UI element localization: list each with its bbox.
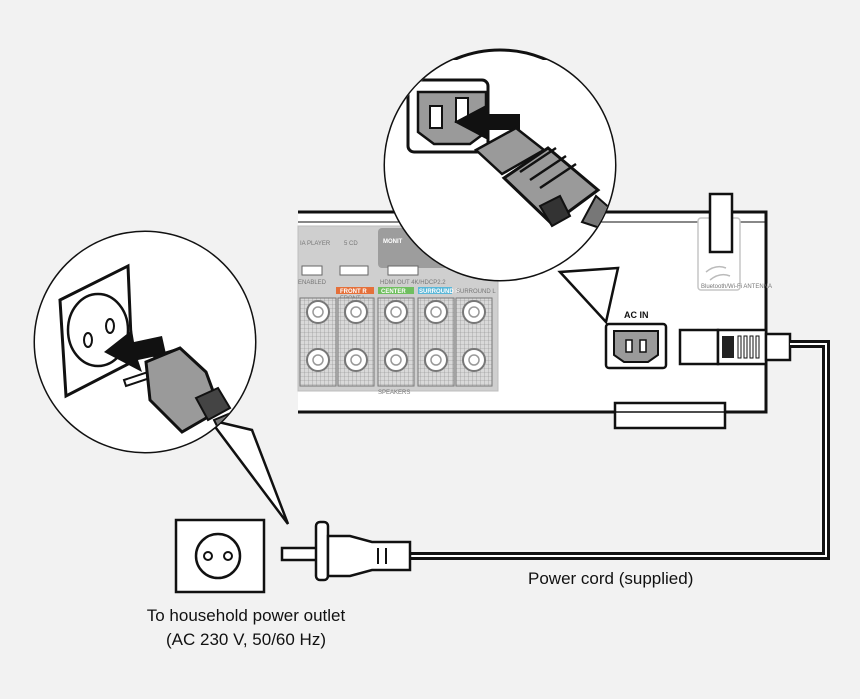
ac-inlet: AC IN [604, 310, 668, 370]
speakers-label: SPEAKERS [378, 390, 410, 396]
plug-callout [33, 230, 290, 525]
hdmi-out-label: HDMI OUT 4K/HDCP2.2 [380, 280, 446, 286]
media-player-label: IA PLAYER [300, 241, 331, 247]
power-cord [410, 340, 830, 560]
cd-label: 5 CD [344, 241, 358, 247]
enabled-label: ENABLED [298, 280, 327, 286]
front-r-tag: FRONT R [340, 289, 367, 295]
monitor-label: MONIT [383, 239, 403, 245]
wall-outlet [174, 518, 266, 594]
antenna-label: Bluetooth/Wi-Fi ANTENNA [701, 284, 772, 290]
binding-posts [299, 297, 493, 387]
ac-in-callout [383, 48, 620, 325]
iec-connector-small [678, 328, 792, 366]
outlet-label-line1: To household power outlet [147, 606, 346, 625]
center-tag: CENTER [381, 289, 406, 295]
surround-l-tag: SURROUND L [456, 289, 496, 295]
outlet-label-line2: (AC 230 V, 50/60 Hz) [166, 630, 326, 649]
antenna: Bluetooth/Wi-Fi ANTENNA [697, 192, 772, 291]
surround-r-tag: SURROUND R [419, 289, 460, 295]
mains-plug-small [280, 520, 412, 582]
power-cord-label: Power cord (supplied) [528, 569, 693, 588]
ac-in-label: AC IN [624, 310, 649, 320]
